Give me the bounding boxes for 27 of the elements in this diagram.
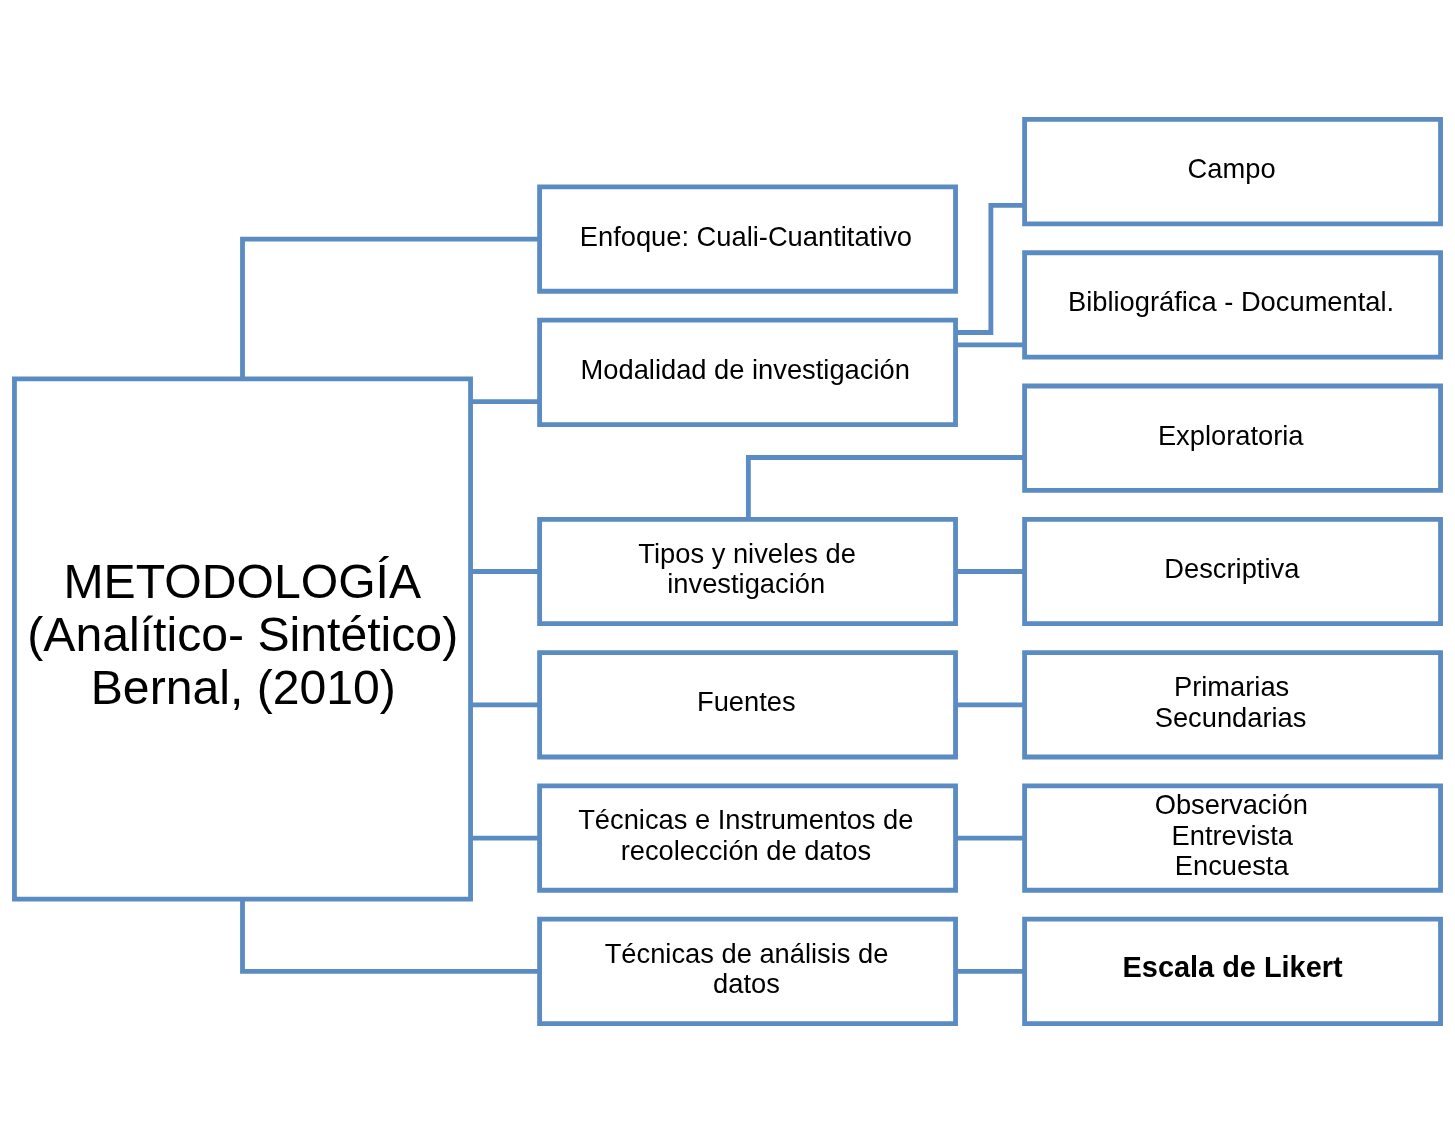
node-box: Modalidad de investigación bbox=[537, 317, 958, 427]
node-box: Tipos y niveles de investigación bbox=[537, 516, 958, 626]
node-box: Exploratoria bbox=[1022, 383, 1443, 493]
node-box: Técnicas de análisis de datos bbox=[537, 916, 958, 1026]
node-box: Fuentes bbox=[537, 649, 958, 759]
node-box: Descriptiva bbox=[1022, 516, 1443, 626]
connector bbox=[956, 835, 1025, 840]
connector bbox=[240, 898, 540, 974]
connector bbox=[470, 568, 539, 574]
connector bbox=[470, 701, 539, 707]
connector bbox=[956, 341, 1025, 347]
connector bbox=[956, 568, 1025, 574]
node-box: Campo bbox=[1022, 116, 1443, 226]
node-box: Observación Entrevista Encuesta bbox=[1022, 783, 1443, 893]
connector bbox=[240, 236, 540, 378]
node-box: Escala de Likert bbox=[1022, 916, 1443, 1026]
connector bbox=[956, 202, 1025, 335]
connector bbox=[745, 454, 1025, 519]
node-box: Enfoque: Cuali-Cuantitativo bbox=[537, 183, 958, 294]
node-box: Bibliográfica - Documental. bbox=[1022, 249, 1443, 360]
connector bbox=[956, 701, 1025, 707]
connector bbox=[470, 398, 539, 404]
connector bbox=[470, 835, 539, 840]
node-box: Primarias Secundarias bbox=[1022, 649, 1443, 759]
node-box: Técnicas e Instrumentos de recolección de datos bbox=[537, 783, 958, 893]
connector bbox=[956, 968, 1025, 974]
node-box: METODOLOGÍA (Analítico- Sintético) Bernal, (2010) bbox=[12, 375, 473, 901]
